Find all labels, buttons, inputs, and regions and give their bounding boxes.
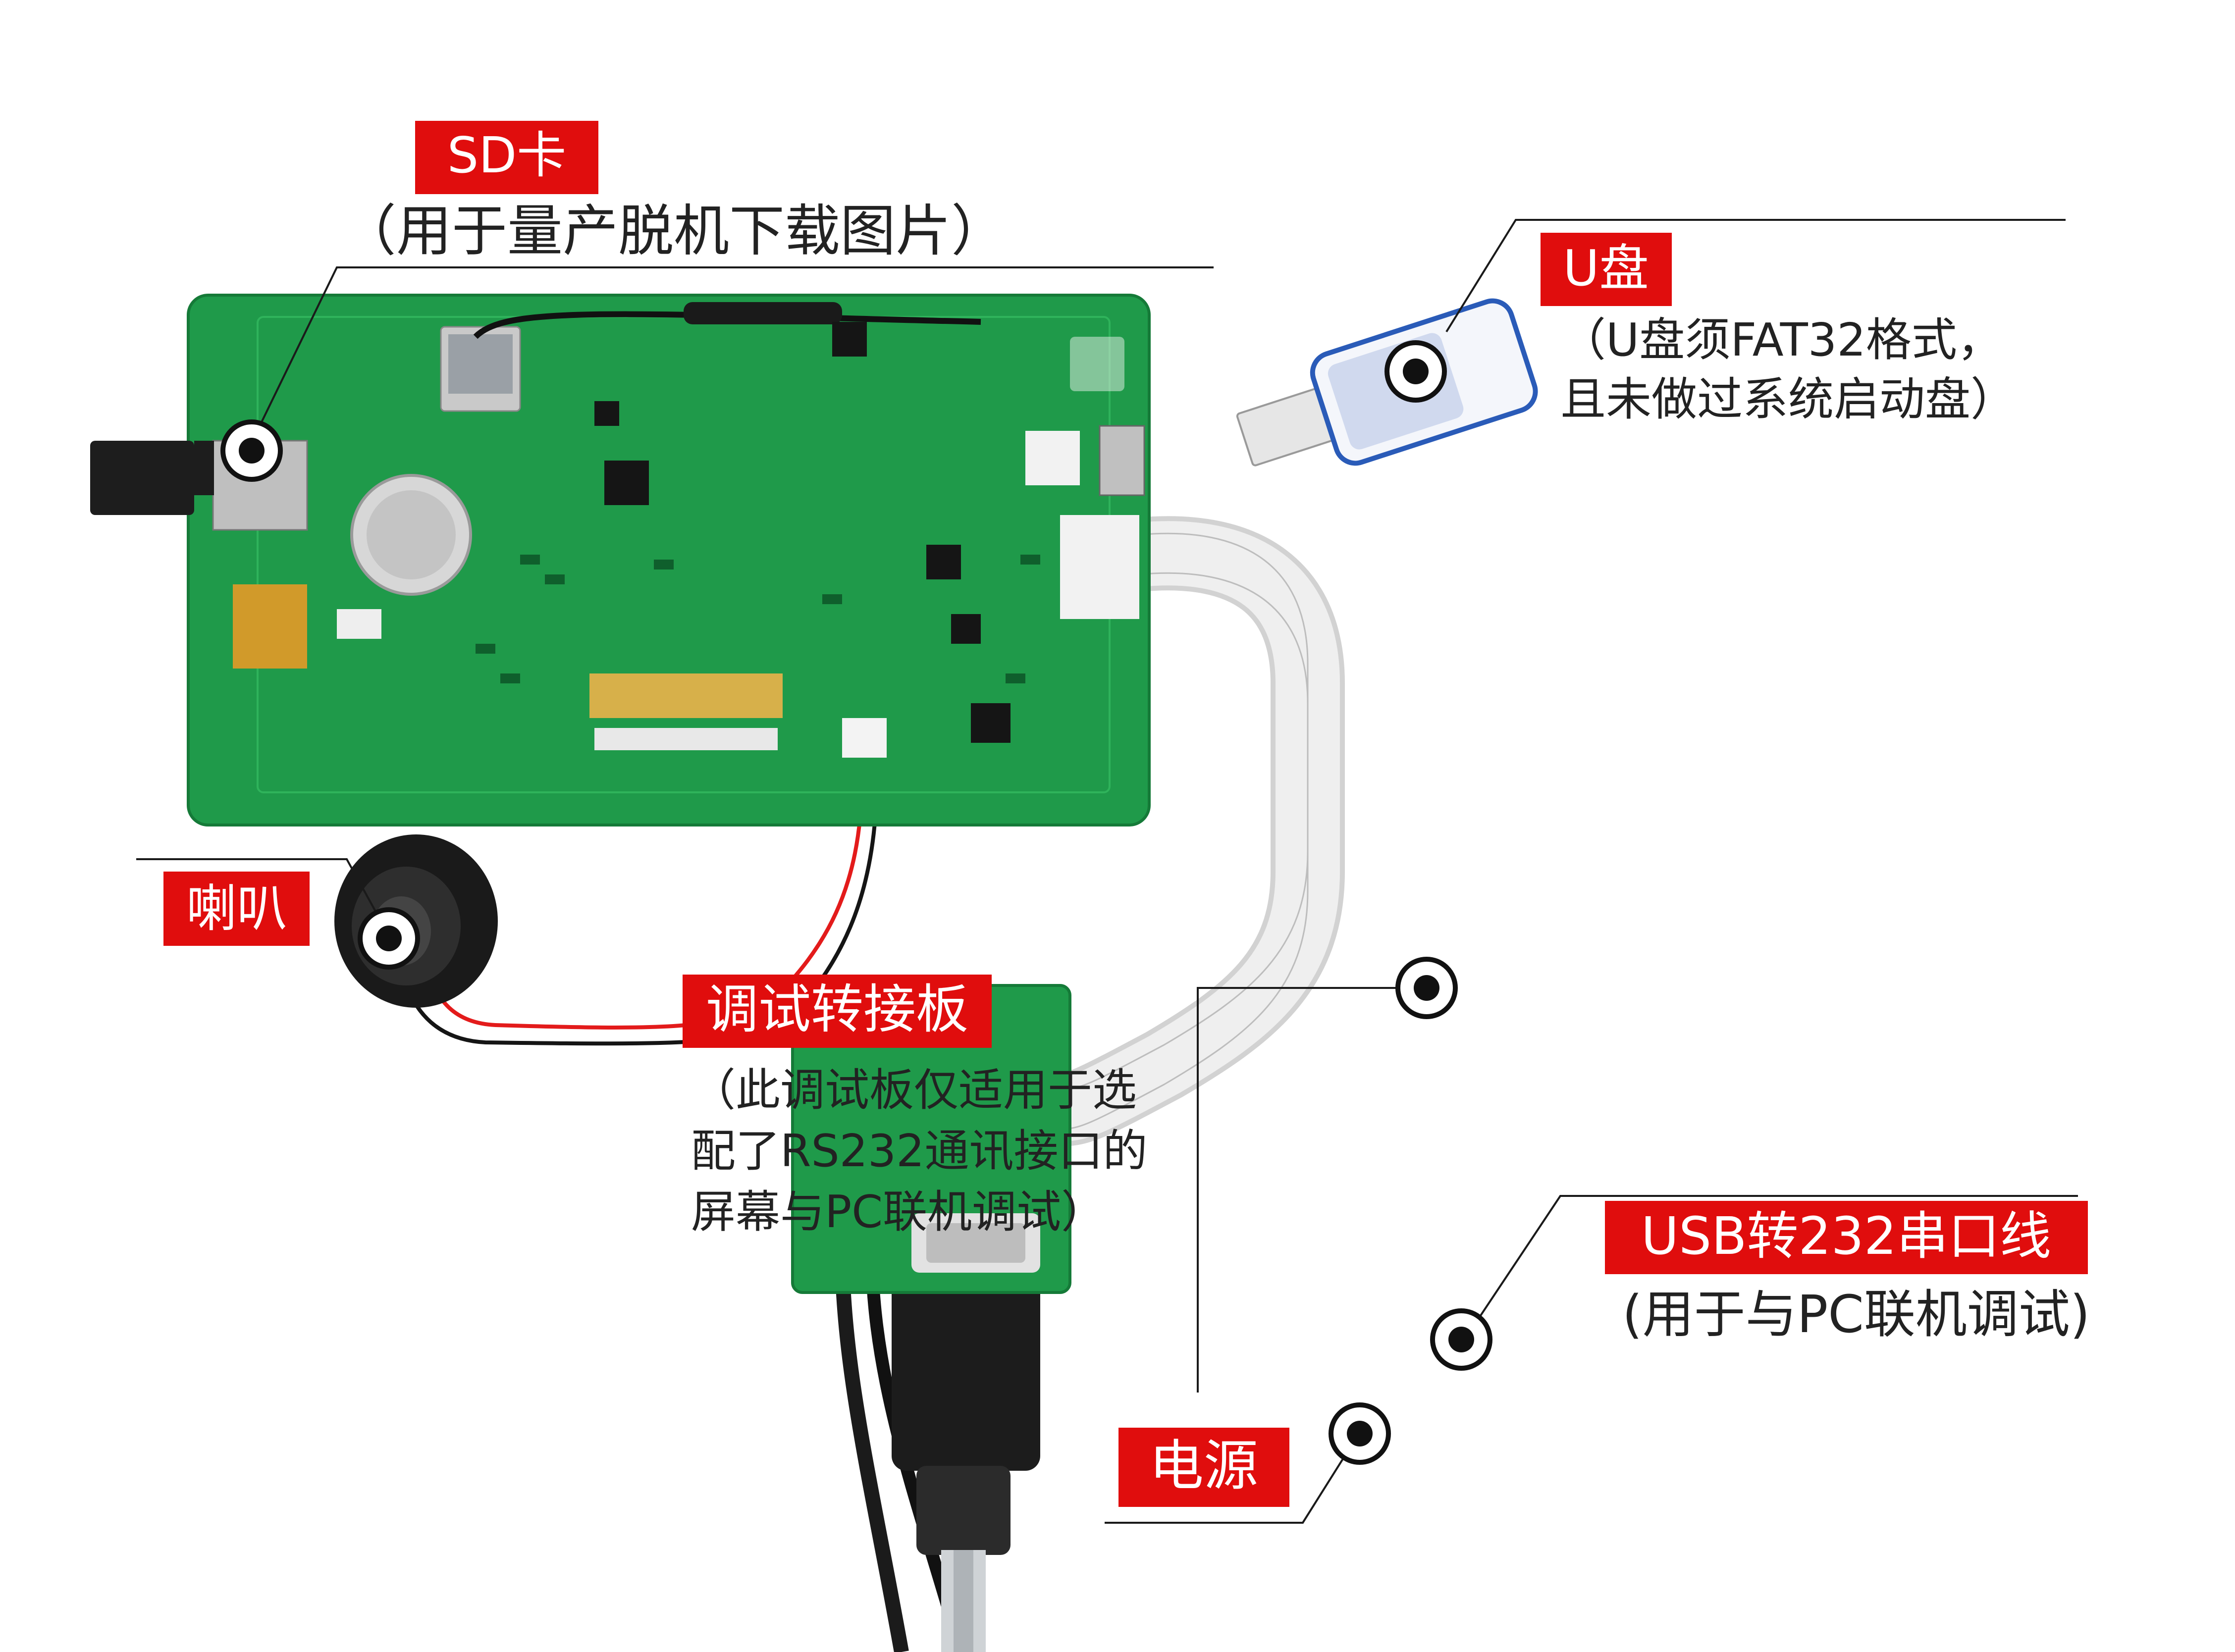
u-disk-title: U盘 (1563, 239, 1649, 297)
markers (220, 340, 1492, 1465)
micro-sd-card (90, 441, 214, 515)
marker-dot-icon (1430, 1308, 1492, 1371)
speaker-callout: 喇叭 (163, 872, 310, 946)
marker-dot-icon (358, 907, 420, 970)
main-pcb (187, 294, 1151, 826)
debug-board-note-line3: 屏幕与PC联机调试） (691, 1186, 1106, 1238)
usb-drive-icon (1236, 298, 1538, 466)
usb-serial-title: USB转232串口线 (1641, 1206, 2051, 1266)
usb-serial-cable (835, 1238, 1040, 1652)
sd-card-callout: SD卡 （用于量产脱机下载图片） (341, 121, 1007, 263)
debug-board-title: 调试转接板 (706, 979, 968, 1040)
leader-lines (136, 219, 2078, 1524)
speaker-label-box (163, 872, 310, 946)
sd-card-label-box (415, 121, 598, 194)
debug-adapter-board (791, 984, 1071, 1294)
speaker (334, 834, 498, 1008)
debug-board-note-line2: 配了RS232通讯接口的 (691, 1125, 1147, 1177)
sd-card-note: （用于量产脱机下载图片） (341, 199, 1007, 263)
debug-board-label-box (683, 975, 992, 1048)
ribbon-cable (1059, 516, 1345, 1146)
sd-card-title: SD卡 (447, 126, 566, 184)
debug-board-callout: 调试转接板 （此调试板仅适用于选 配了RS232通讯接口的 屏幕与PC联机调试） (683, 975, 1147, 1238)
u-disk-note-line2: 且未做过系统启动盘） (1560, 373, 2016, 426)
usb-serial-label-box (1605, 1201, 2088, 1274)
debug-board-note-line1: （此调试板仅适用于选 (691, 1064, 1137, 1116)
speaker-title: 喇叭 (186, 879, 287, 938)
power-callout: 电源 (1118, 1428, 1289, 1507)
usb-serial-callout: USB转232串口线 (用于与PC联机调试) (1605, 1201, 2090, 1344)
power-label-box (1118, 1428, 1289, 1507)
u-disk-callout: U盘 （U盘须FAT32格式， 且未做过系统启动盘） (1541, 233, 2016, 426)
marker-dot-icon (1384, 340, 1447, 403)
marker-dot-icon (220, 419, 283, 482)
u-disk-note-line1: （U盘须FAT32格式， (1560, 313, 2003, 366)
marker-dot-icon (1395, 957, 1458, 1019)
power-title: 电源 (1149, 1434, 1258, 1497)
u-disk-label-box (1541, 233, 1672, 306)
marker-dot-icon (1329, 1402, 1391, 1465)
usb-serial-note: (用于与PC联机调试) (1622, 1284, 2090, 1344)
